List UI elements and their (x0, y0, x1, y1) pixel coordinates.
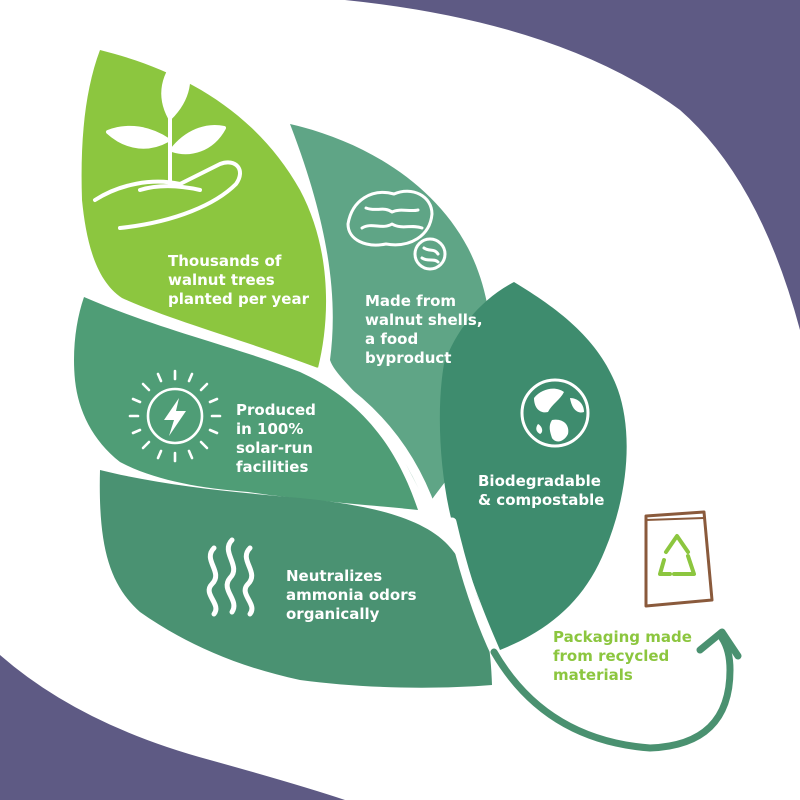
label-packaging-line: from recycled (553, 647, 670, 665)
recycle-bag-icon (644, 510, 714, 608)
leaf-stem-lower (447, 517, 501, 660)
label-shells-line: walnut shells, (365, 311, 483, 329)
label-solar-line: Produced (236, 401, 316, 419)
label-trees-line: planted per year (168, 290, 309, 308)
label-solar: Produced in 100% solar-run facilities (236, 401, 316, 477)
label-shells-line: byproduct (365, 349, 452, 367)
label-shells-line: Made from (365, 292, 457, 310)
label-trees-line: walnut trees (168, 271, 275, 289)
walnut-icon (346, 189, 447, 271)
label-packaging-line: Packaging made (553, 628, 692, 646)
leaf-solar (74, 297, 418, 510)
hand-sprout-icon (93, 52, 242, 230)
label-solar-line: in 100% (236, 420, 304, 438)
globe-icon (520, 378, 590, 448)
label-packaging-line: materials (553, 666, 633, 684)
label-biodegradable: Biodegradable & compostable (478, 472, 604, 510)
leaf-odor (99, 470, 492, 688)
corner-bottom-left (0, 655, 345, 800)
corner-top-right (345, 0, 800, 330)
odor-waves-icon (206, 537, 255, 617)
label-odor: Neutralizes ammonia odors organically (286, 567, 417, 624)
label-odor-line: organically (286, 605, 380, 623)
leaf-stem (313, 367, 437, 515)
label-odor-line: Neutralizes (286, 567, 383, 585)
arrow-curve (490, 634, 734, 752)
label-shells: Made from walnut shells, a food byproduc… (365, 292, 483, 368)
label-shells-line: a food (365, 330, 419, 348)
label-biodegradable-line: Biodegradable (478, 472, 601, 490)
label-trees-line: Thousands of (168, 252, 282, 270)
sun-bolt-icon (128, 369, 222, 463)
label-packaging: Packaging made from recycled materials (553, 628, 692, 685)
label-odor-line: ammonia odors (286, 586, 417, 604)
label-biodegradable-line: & compostable (478, 491, 605, 509)
leaf-bio (439, 282, 627, 650)
label-trees: Thousands of walnut trees planted per ye… (168, 252, 309, 309)
label-solar-line: facilities (236, 458, 309, 476)
label-solar-line: solar-run (236, 439, 313, 457)
arrow-head (696, 628, 742, 660)
